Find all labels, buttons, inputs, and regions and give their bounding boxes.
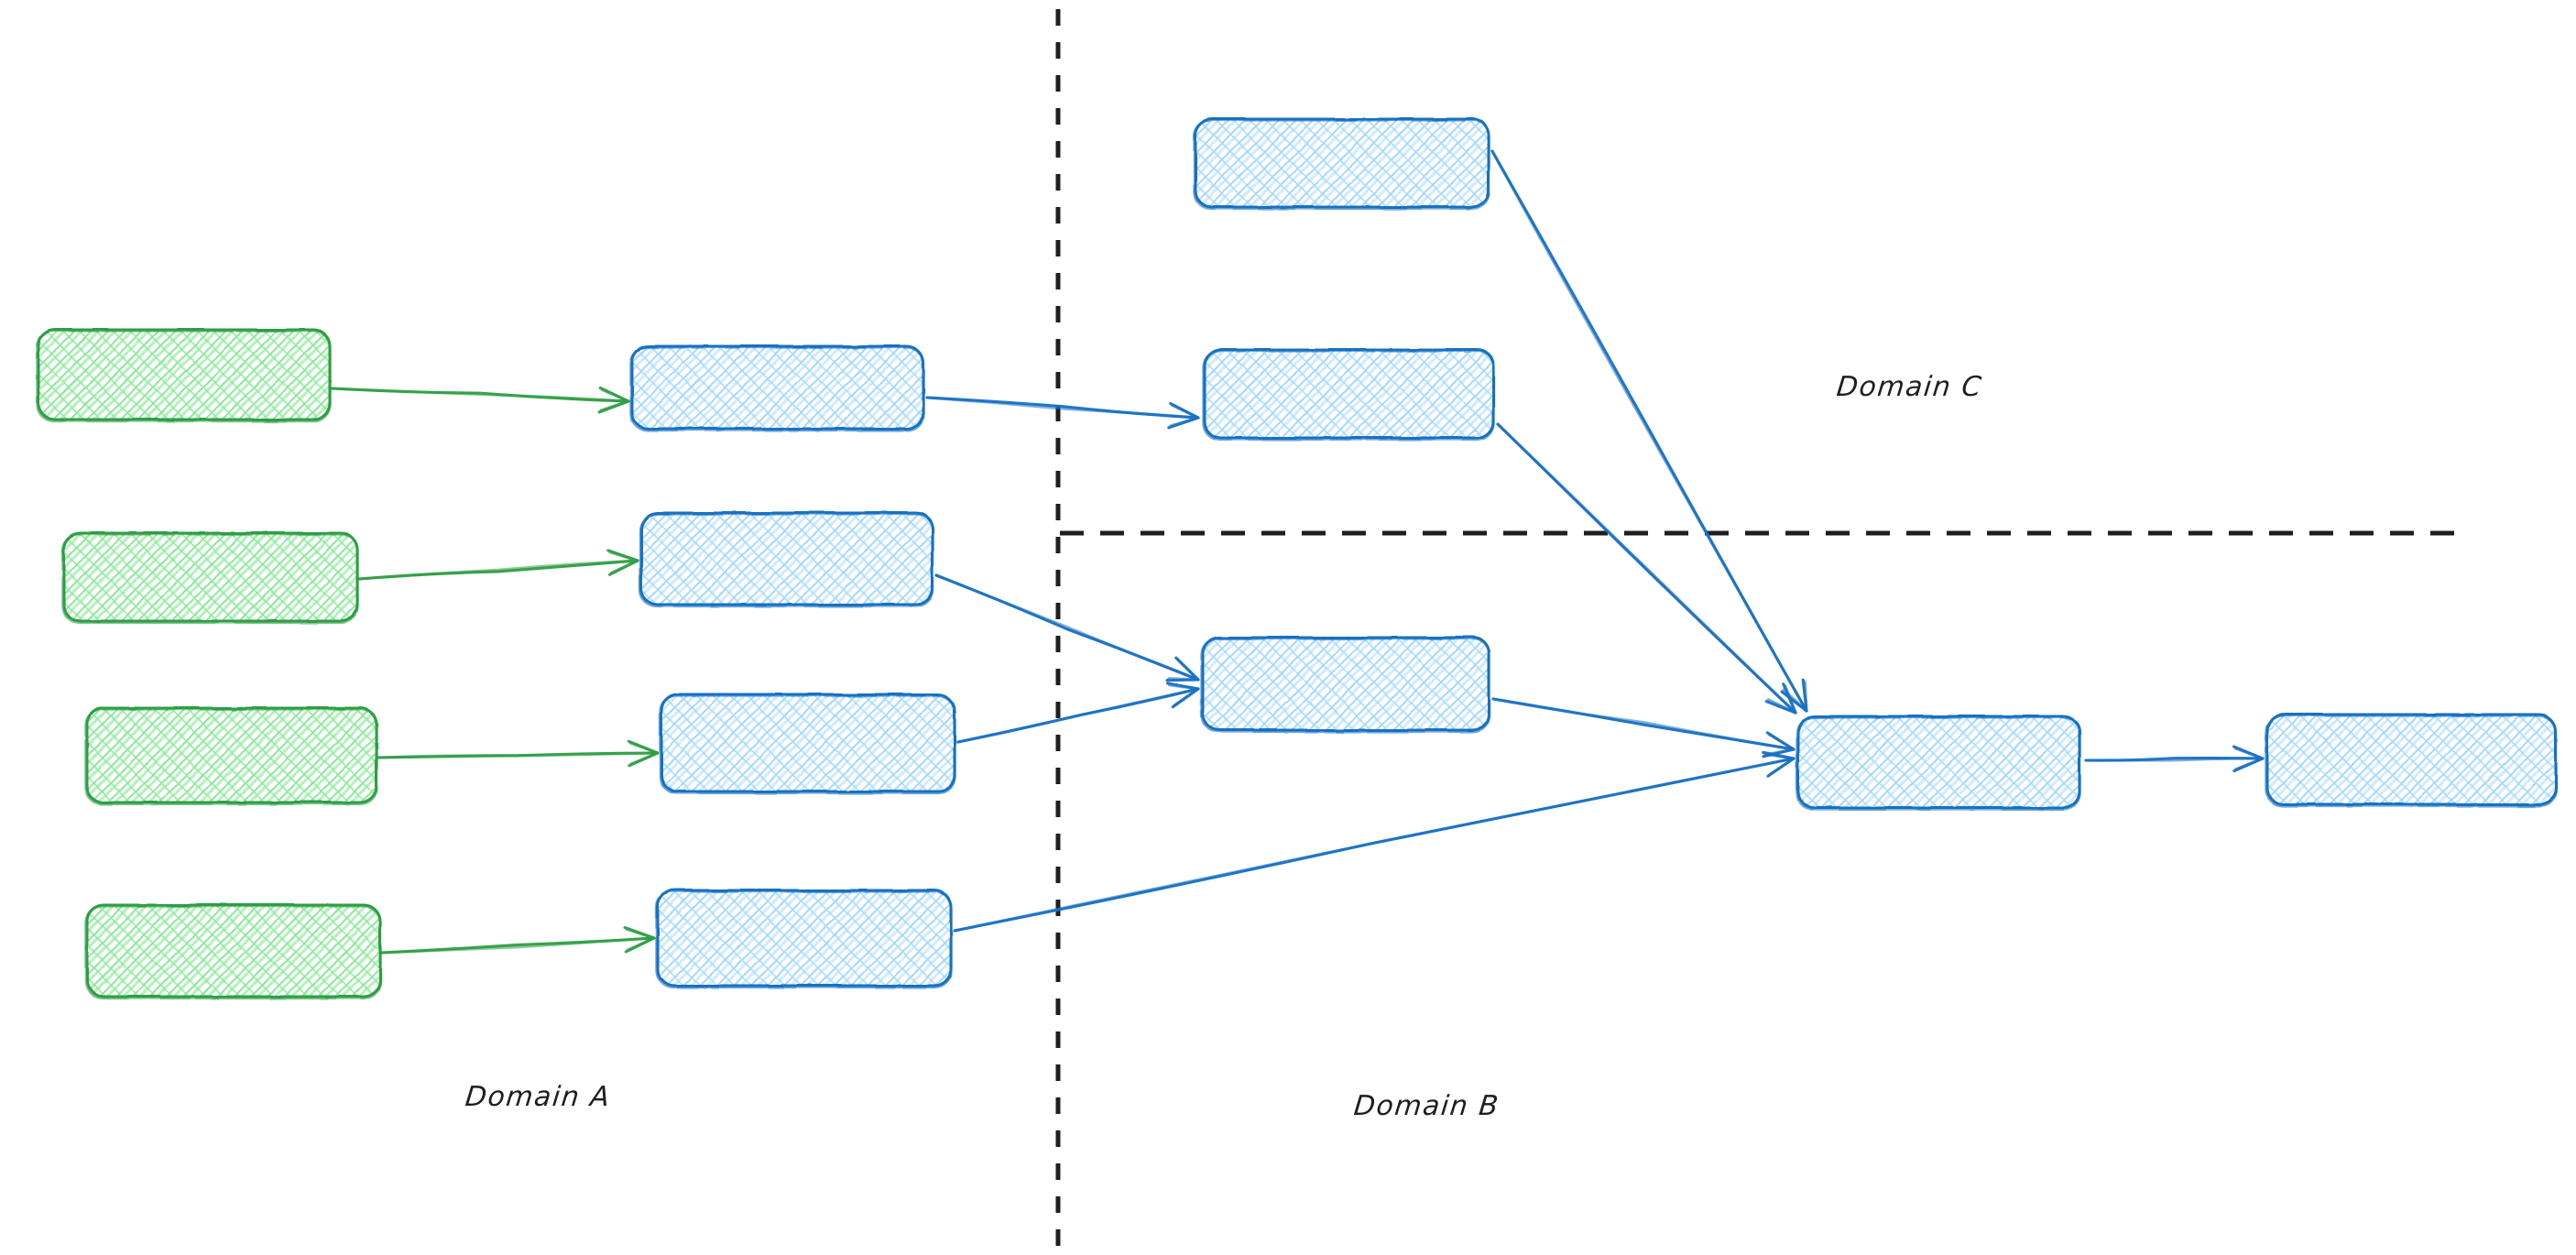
domain-separators (1055, 9, 2464, 1248)
edge-b1-to-c2 (925, 396, 1200, 430)
edges-layer (330, 149, 2265, 955)
node-outline (36, 329, 332, 423)
node-a1[interactable] (36, 328, 332, 423)
domain-label-a: Domain A (464, 1081, 613, 1113)
edge-a3-to-b3 (377, 739, 660, 768)
node-outline (84, 904, 382, 1000)
node-b2[interactable] (639, 511, 934, 608)
node-c3[interactable] (1200, 636, 1490, 734)
node-d2[interactable] (2265, 713, 2558, 808)
node-outline (1796, 715, 2081, 812)
domain-label-c: Domain C (1835, 371, 1984, 403)
node-b4[interactable] (655, 889, 953, 989)
node-outline (2265, 714, 2558, 808)
node-outline (659, 693, 956, 795)
node-outline (1200, 637, 1490, 734)
node-outline (1193, 118, 1490, 211)
node-c1[interactable] (1193, 117, 1490, 211)
edge-a4-to-b4 (380, 925, 656, 955)
edge-b2-to-c3 (934, 573, 1200, 682)
node-a4[interactable] (84, 903, 382, 1000)
node-b1[interactable] (629, 344, 925, 432)
node-d1[interactable] (1796, 715, 2081, 812)
node-outline (61, 532, 359, 625)
node-outline (84, 707, 378, 806)
domain-label-b: Domain B (1352, 1090, 1501, 1122)
node-outline (629, 345, 925, 432)
edge-d1-to-d2 (2084, 745, 2265, 773)
node-outline (639, 512, 934, 608)
node-outline (655, 889, 953, 989)
node-outline (1202, 349, 1495, 442)
edge-c3-to-d1 (1491, 697, 1796, 758)
edge-c2-to-d1 (1496, 422, 1797, 715)
edge-a2-to-b2 (357, 549, 639, 581)
edge-b3-to-c3 (956, 682, 1200, 744)
nodes-layer (36, 117, 2558, 1000)
node-a3[interactable] (84, 706, 378, 806)
node-c2[interactable] (1202, 348, 1495, 442)
edge-c1-to-d1 (1490, 149, 1808, 713)
edge-a1-to-b1 (330, 386, 630, 414)
node-b3[interactable] (659, 693, 956, 795)
node-a2[interactable] (61, 531, 359, 625)
edge-b4-to-d1 (953, 750, 1796, 933)
